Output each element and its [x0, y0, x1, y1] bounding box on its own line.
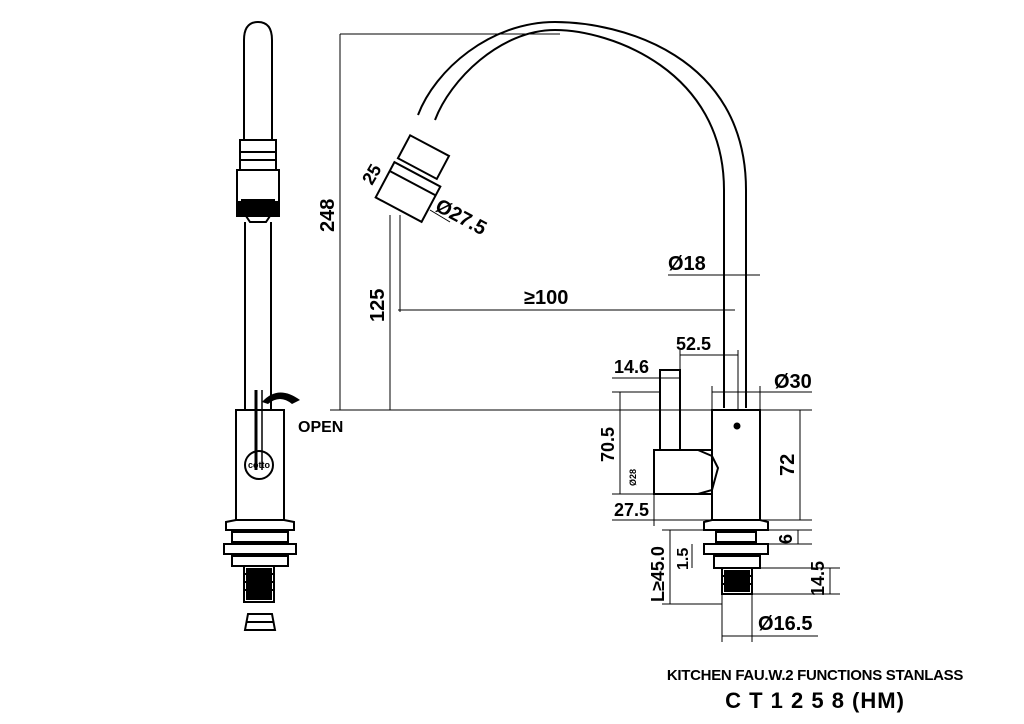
- front-thread: [721, 567, 753, 595]
- side-spray-head: [236, 169, 280, 217]
- dim-pipe-dia: Ø18: [668, 253, 706, 275]
- dim-body-dia: Ø30: [774, 371, 812, 393]
- side-collar: [239, 139, 277, 171]
- dim-body-h: 72: [777, 454, 799, 476]
- open-label: OPEN: [298, 419, 343, 436]
- model-code: C T 1 2 5 8 (HM): [725, 688, 905, 713]
- side-base-flange: [225, 519, 295, 531]
- brand-logo-text: cotto: [248, 460, 270, 470]
- side-thread-fill: [246, 568, 272, 600]
- front-handle: [653, 449, 713, 495]
- side-thread: [243, 565, 275, 603]
- open-arrow-icon: [262, 392, 300, 404]
- spout-outer: [434, 28, 725, 408]
- drawing-title: KITCHEN FAU.W.2 FUNCTIONS STANLASS: [666, 667, 964, 684]
- side-aerator-fill: [238, 201, 278, 215]
- side-hose-fitting: [243, 613, 277, 631]
- dim-handle-d: 27.5: [614, 500, 649, 520]
- dim-thread-dia: Ø16.5: [758, 613, 812, 635]
- front-spray-head: [374, 160, 442, 224]
- side-tube-top: [243, 20, 273, 140]
- dim-small-dia: Ø28: [628, 469, 638, 486]
- side-view: [223, 20, 297, 631]
- front-base-flange: [703, 519, 769, 531]
- spout-inner: [417, 20, 747, 408]
- dim-offset: 52.5: [676, 334, 711, 354]
- dim-flange-h: 6: [776, 534, 796, 544]
- side-body: [235, 409, 285, 521]
- front-view: [374, 20, 769, 595]
- dim-thread-len: L≥45.0: [648, 546, 668, 602]
- dim-thread-h: 14.5: [808, 561, 828, 596]
- dim-spray-dia: Ø27.5: [432, 195, 490, 240]
- side-logo-disc: [244, 450, 274, 480]
- front-thread-fill: [724, 570, 750, 592]
- dim-nut-h: 1.5: [675, 548, 692, 570]
- dim-handle-w: 14.6: [614, 357, 649, 377]
- dim-reach: ≥100: [524, 287, 568, 309]
- dim-handle-h: 70.5: [598, 427, 618, 462]
- dim-height-total: 248: [317, 199, 339, 232]
- front-collar: [396, 133, 451, 181]
- dimension-lines: [330, 33, 840, 642]
- dim-spray-len: 25: [358, 161, 385, 188]
- dim-height-spout: 125: [367, 289, 389, 322]
